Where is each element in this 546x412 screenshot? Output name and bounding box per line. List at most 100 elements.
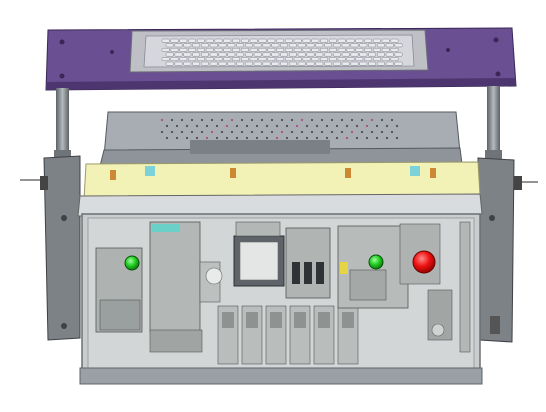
- plate-hole: [170, 118, 174, 122]
- right-side-block: [477, 157, 522, 343]
- plate-hole: [315, 136, 319, 140]
- key-cap: [328, 57, 337, 62]
- plate-hole: [215, 124, 219, 128]
- plate-hole: [280, 118, 284, 122]
- key-cap: [381, 38, 390, 43]
- key-cap: [249, 38, 258, 43]
- plate-hole: [390, 130, 394, 134]
- plate-hole: [370, 118, 374, 122]
- plate-hole: [350, 130, 354, 134]
- plate-hole: [350, 118, 354, 122]
- plate-hole: [300, 130, 304, 134]
- key-cap: [249, 47, 258, 52]
- key-cap: [205, 38, 214, 43]
- plate-hole: [235, 124, 239, 128]
- key-cap: [253, 61, 262, 66]
- plate-hole: [235, 136, 239, 140]
- plate-hole: [285, 124, 289, 128]
- key-cap: [337, 57, 346, 62]
- key-cap: [196, 57, 205, 62]
- key-cap: [236, 43, 245, 48]
- key-cap: [174, 52, 183, 57]
- top-plate: [45, 27, 517, 91]
- plate-hole: [270, 118, 274, 122]
- key-cap: [280, 52, 289, 57]
- key-cap: [161, 38, 170, 43]
- plate-hole: [175, 136, 179, 140]
- keyboard-grid-icon: [161, 38, 403, 66]
- key-cap: [183, 43, 192, 48]
- plate-hole: [355, 136, 359, 140]
- key-cap: [368, 52, 377, 57]
- plate-hole: [225, 124, 229, 128]
- key-cap: [332, 52, 341, 57]
- plate-hole: [245, 136, 249, 140]
- key-cap: [227, 43, 236, 48]
- plate-hole: [295, 136, 299, 140]
- plate-hole: [315, 124, 319, 128]
- key-cap: [262, 61, 271, 66]
- key-cap: [324, 43, 333, 48]
- green-indicator-icon: [368, 254, 384, 270]
- key-cap: [214, 47, 223, 52]
- plate-hole: [375, 124, 379, 128]
- key-cap: [258, 47, 267, 52]
- key-cap: [183, 52, 192, 57]
- key-cap: [359, 52, 368, 57]
- key-cap: [297, 61, 306, 66]
- plate-hole: [395, 136, 399, 140]
- key-cap: [271, 43, 280, 48]
- plate-hole: [280, 130, 284, 134]
- key-cap: [253, 52, 262, 57]
- key-cap: [390, 38, 399, 43]
- plate-hole: [165, 124, 169, 128]
- key-cap: [205, 47, 214, 52]
- key-cap: [170, 38, 179, 43]
- plate-hole: [195, 136, 199, 140]
- plate-hole: [230, 130, 234, 134]
- key-cap: [244, 52, 253, 57]
- key-cap: [320, 47, 329, 52]
- plate-hole: [245, 124, 249, 128]
- key-cap: [223, 57, 232, 62]
- plate-hole: [360, 130, 364, 134]
- key-cap: [350, 61, 359, 66]
- key-cap: [192, 43, 201, 48]
- key-cap: [188, 38, 197, 43]
- plate-hole: [180, 130, 184, 134]
- plate-hole: [310, 118, 314, 122]
- key-cap: [240, 57, 249, 62]
- key-cap: [341, 52, 350, 57]
- key-cap: [306, 43, 315, 48]
- key-cap: [394, 43, 403, 48]
- plate-hole: [205, 136, 209, 140]
- key-cap: [161, 57, 170, 62]
- key-cap: [232, 57, 241, 62]
- key-cap: [262, 52, 271, 57]
- relay-terminal: [342, 312, 354, 328]
- plate-hole: [275, 124, 279, 128]
- key-cap: [293, 57, 302, 62]
- key-cap: [372, 57, 381, 62]
- plate-hole: [335, 136, 339, 140]
- key-cap: [324, 61, 333, 66]
- key-cap: [192, 61, 201, 66]
- plate-hole: [185, 136, 189, 140]
- key-cap: [368, 43, 377, 48]
- plate-hole: [270, 130, 274, 134]
- relay-terminal: [270, 312, 282, 328]
- key-cap: [271, 61, 280, 66]
- key-cap: [240, 38, 249, 43]
- key-cap: [267, 57, 276, 62]
- key-cap: [311, 47, 320, 52]
- key-cap: [276, 38, 285, 43]
- plate-hole: [165, 136, 169, 140]
- key-cap: [253, 43, 262, 48]
- key-cap: [236, 61, 245, 66]
- key-cap: [227, 61, 236, 66]
- key-cap: [376, 52, 385, 57]
- key-cap: [394, 61, 403, 66]
- plate-hole: [330, 130, 334, 134]
- key-cap: [315, 52, 324, 57]
- key-cap: [368, 61, 377, 66]
